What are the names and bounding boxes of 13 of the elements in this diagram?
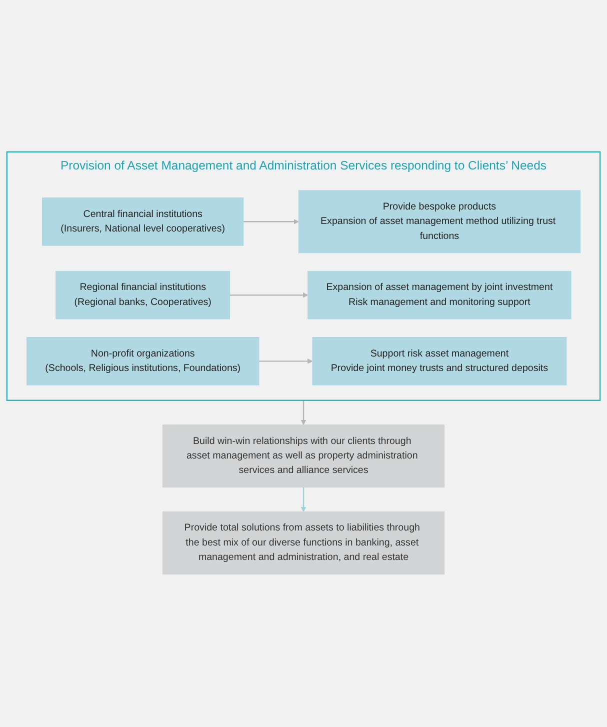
arrow (300, 488, 306, 512)
node-box: Regional financial institutions (Regional banks, Cooperatives) (56, 271, 230, 320)
arrow (300, 400, 306, 426)
node-box: Expansion of asset management by joint investment Risk management and monitoring support (308, 271, 572, 320)
arrow (243, 219, 299, 225)
node-box: Provide bespoke products Expansion of asset management method utilizing trust functions (298, 190, 580, 254)
arrow (258, 358, 313, 364)
node-box: Central financial institutions (Insurers, National level cooperatives) (42, 198, 244, 246)
arrow (230, 292, 308, 298)
node-box: Non-profit organizations (Schools, Religious institutions, Foundations) (26, 338, 260, 386)
node-box: Provide total solutions from assets to liabilities through the best mix of our diverse functions in banking, asset management and administration, and real estate (162, 512, 445, 575)
node-box: Build win-win relationships with our clients through asset management as well as property administration services and alliance services (162, 425, 445, 488)
node-box: Support risk asset management Provide joint money trusts and structured deposits (312, 338, 567, 386)
